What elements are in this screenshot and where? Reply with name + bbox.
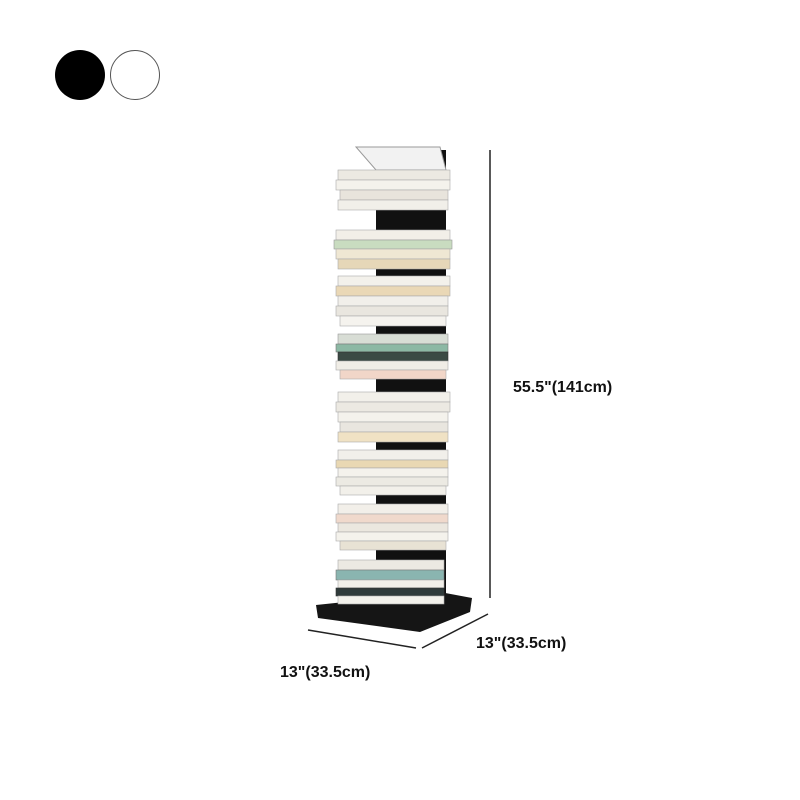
depth-dimension-line — [421, 613, 489, 649]
color-swatch-black[interactable] — [55, 50, 105, 100]
book-stack-6 — [335, 449, 449, 496]
book-stack-1 — [335, 169, 451, 211]
book-stack-3 — [335, 275, 451, 327]
width-dimension-line — [307, 629, 417, 649]
book-stack-7 — [335, 503, 449, 551]
color-swatch-white[interactable] — [110, 50, 160, 100]
book-stack-8 — [335, 559, 445, 605]
depth-dimension-label: 13"(33.5cm) — [476, 635, 567, 652]
top-shelf-cap — [354, 146, 447, 171]
book-stack-2 — [333, 229, 453, 270]
height-dimension-label: 55.5"(141cm) — [513, 379, 613, 396]
book-stack-4 — [335, 333, 449, 380]
book-stack-5 — [335, 391, 451, 443]
width-dimension-label: 13"(33.5cm) — [280, 664, 371, 681]
